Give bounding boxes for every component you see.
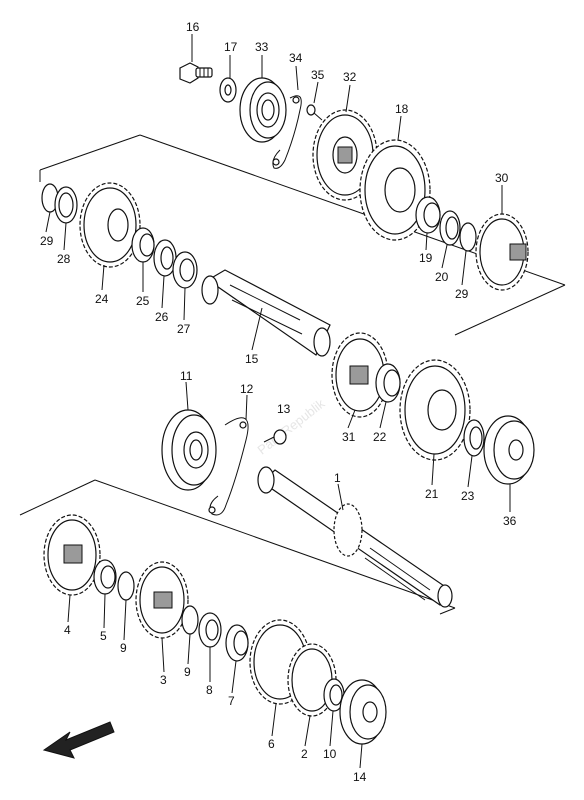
label-4: 4 [64,623,71,637]
gear-4[interactable] [43,514,101,596]
bushing-7[interactable] [225,624,249,662]
label-33: 33 [255,40,269,54]
label-8: 8 [206,683,213,697]
label-18: 18 [395,102,409,116]
label-26: 26 [155,310,169,324]
label-2: 2 [301,747,308,761]
bearing-36[interactable] [483,415,535,485]
screw-35[interactable] [306,104,323,121]
bearing-14[interactable] [339,679,387,745]
label-35: 35 [311,68,325,82]
callout-labels: 16 17 33 34 35 32 18 30 29 28 24 25 26 2… [40,20,517,784]
label-12: 12 [240,382,254,396]
bearing-33[interactable] [239,77,287,143]
label-11: 11 [180,369,193,383]
gear-21[interactable] [399,359,471,461]
label-31: 31 [342,430,356,444]
washer-23[interactable] [463,419,485,457]
label-1: 1 [334,471,341,485]
retainer-34[interactable] [272,95,302,169]
gear-30[interactable] [475,213,529,291]
label-9-left: 9 [120,641,127,655]
label-9-right: 9 [184,665,191,679]
label-29-left: 29 [40,234,54,248]
label-16: 16 [186,20,200,34]
label-36: 36 [503,514,517,528]
label-24: 24 [95,292,109,306]
label-21: 21 [425,487,439,501]
label-20: 20 [435,270,449,284]
front-arrow-icon [42,721,115,759]
label-5: 5 [100,629,107,643]
gear-18[interactable] [359,139,431,241]
label-34: 34 [289,51,303,65]
washer-9a[interactable] [117,571,135,601]
label-15: 15 [245,352,259,366]
lockwasher-27[interactable] [172,251,198,289]
label-29-right: 29 [455,287,469,301]
driveshaft-frame [19,479,456,615]
bushing-19[interactable] [415,196,441,234]
label-32: 32 [343,70,357,84]
gear-31[interactable] [331,332,389,418]
washer-28[interactable] [54,186,78,224]
retainer-12[interactable] [208,417,249,516]
label-19: 19 [419,251,433,265]
label-30: 30 [495,171,509,185]
leader-lines [45,34,511,769]
countershaft-15[interactable] [201,269,331,357]
washer-17[interactable] [219,77,237,103]
label-27: 27 [177,322,191,336]
label-6: 6 [268,737,275,751]
label-3: 3 [160,673,167,687]
label-17: 17 [224,40,238,54]
label-22: 22 [373,430,387,444]
label-25: 25 [136,294,150,308]
washer-20[interactable] [439,210,461,246]
circlip-29-upper[interactable] [459,222,477,252]
label-14: 14 [353,770,367,784]
bushing-22[interactable] [375,363,401,403]
lockwasher-8[interactable] [198,612,222,648]
screw-13[interactable] [263,429,287,445]
label-10: 10 [323,747,337,761]
bolt-16[interactable] [179,62,213,84]
label-7: 7 [228,694,235,708]
label-23: 23 [461,489,475,503]
washer-26[interactable] [153,239,177,277]
watermark: PartsRepublik [254,396,327,458]
bushing-5[interactable] [93,559,117,595]
washer-10[interactable] [323,678,345,712]
gear-24[interactable] [79,182,141,268]
driveshaft-1[interactable] [257,466,453,608]
label-13: 13 [277,402,291,416]
washer-9b[interactable] [181,605,199,635]
bushing-25[interactable] [131,227,155,263]
label-28: 28 [57,252,71,266]
bearing-11[interactable] [161,409,217,491]
gear-3[interactable] [135,561,189,639]
